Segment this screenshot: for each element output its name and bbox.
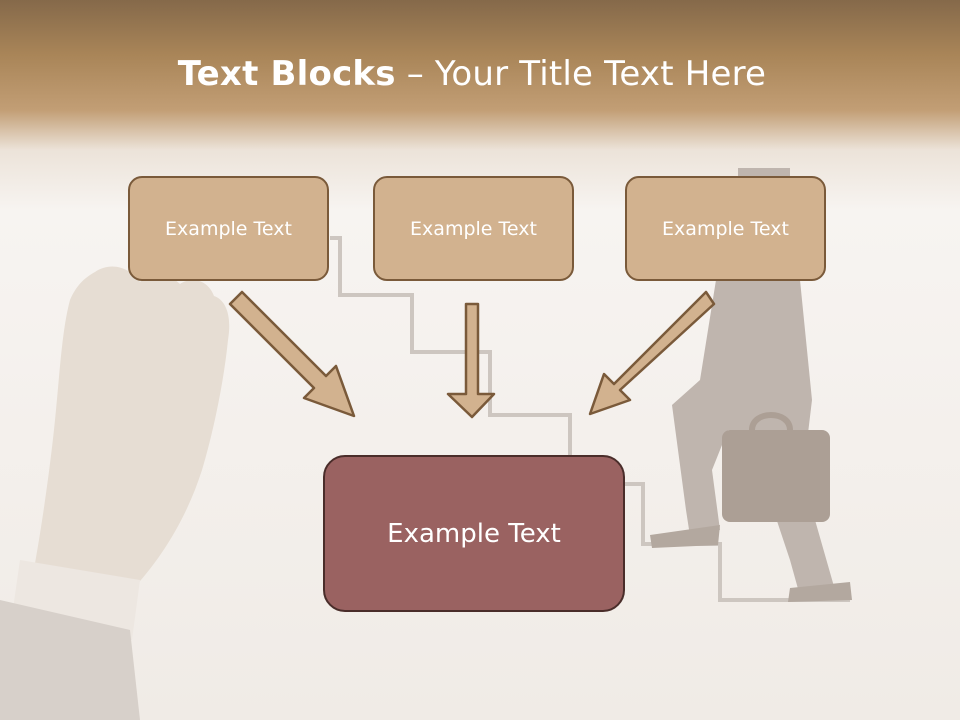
arrow-right-icon [588,290,716,416]
title-bold: Text Blocks [177,54,396,94]
main-text-block-label: Example Text [387,518,561,549]
text-block-3: Example Text [625,176,826,281]
text-block-2-label: Example Text [410,217,537,240]
title-rest: Your Title Text Here [434,54,767,94]
main-text-block: Example Text [323,455,625,612]
arrow-center-icon [446,302,496,419]
arrow-left-icon [228,290,356,418]
hand-illustration [0,266,230,720]
slide-title: Text Blocks – Your Title Text Here [0,54,944,94]
text-block-1-label: Example Text [165,217,292,240]
text-block-3-label: Example Text [662,217,789,240]
text-block-2: Example Text [373,176,574,281]
title-dash: – [395,54,435,94]
text-block-1: Example Text [128,176,329,281]
businessman-illustration [650,168,852,602]
